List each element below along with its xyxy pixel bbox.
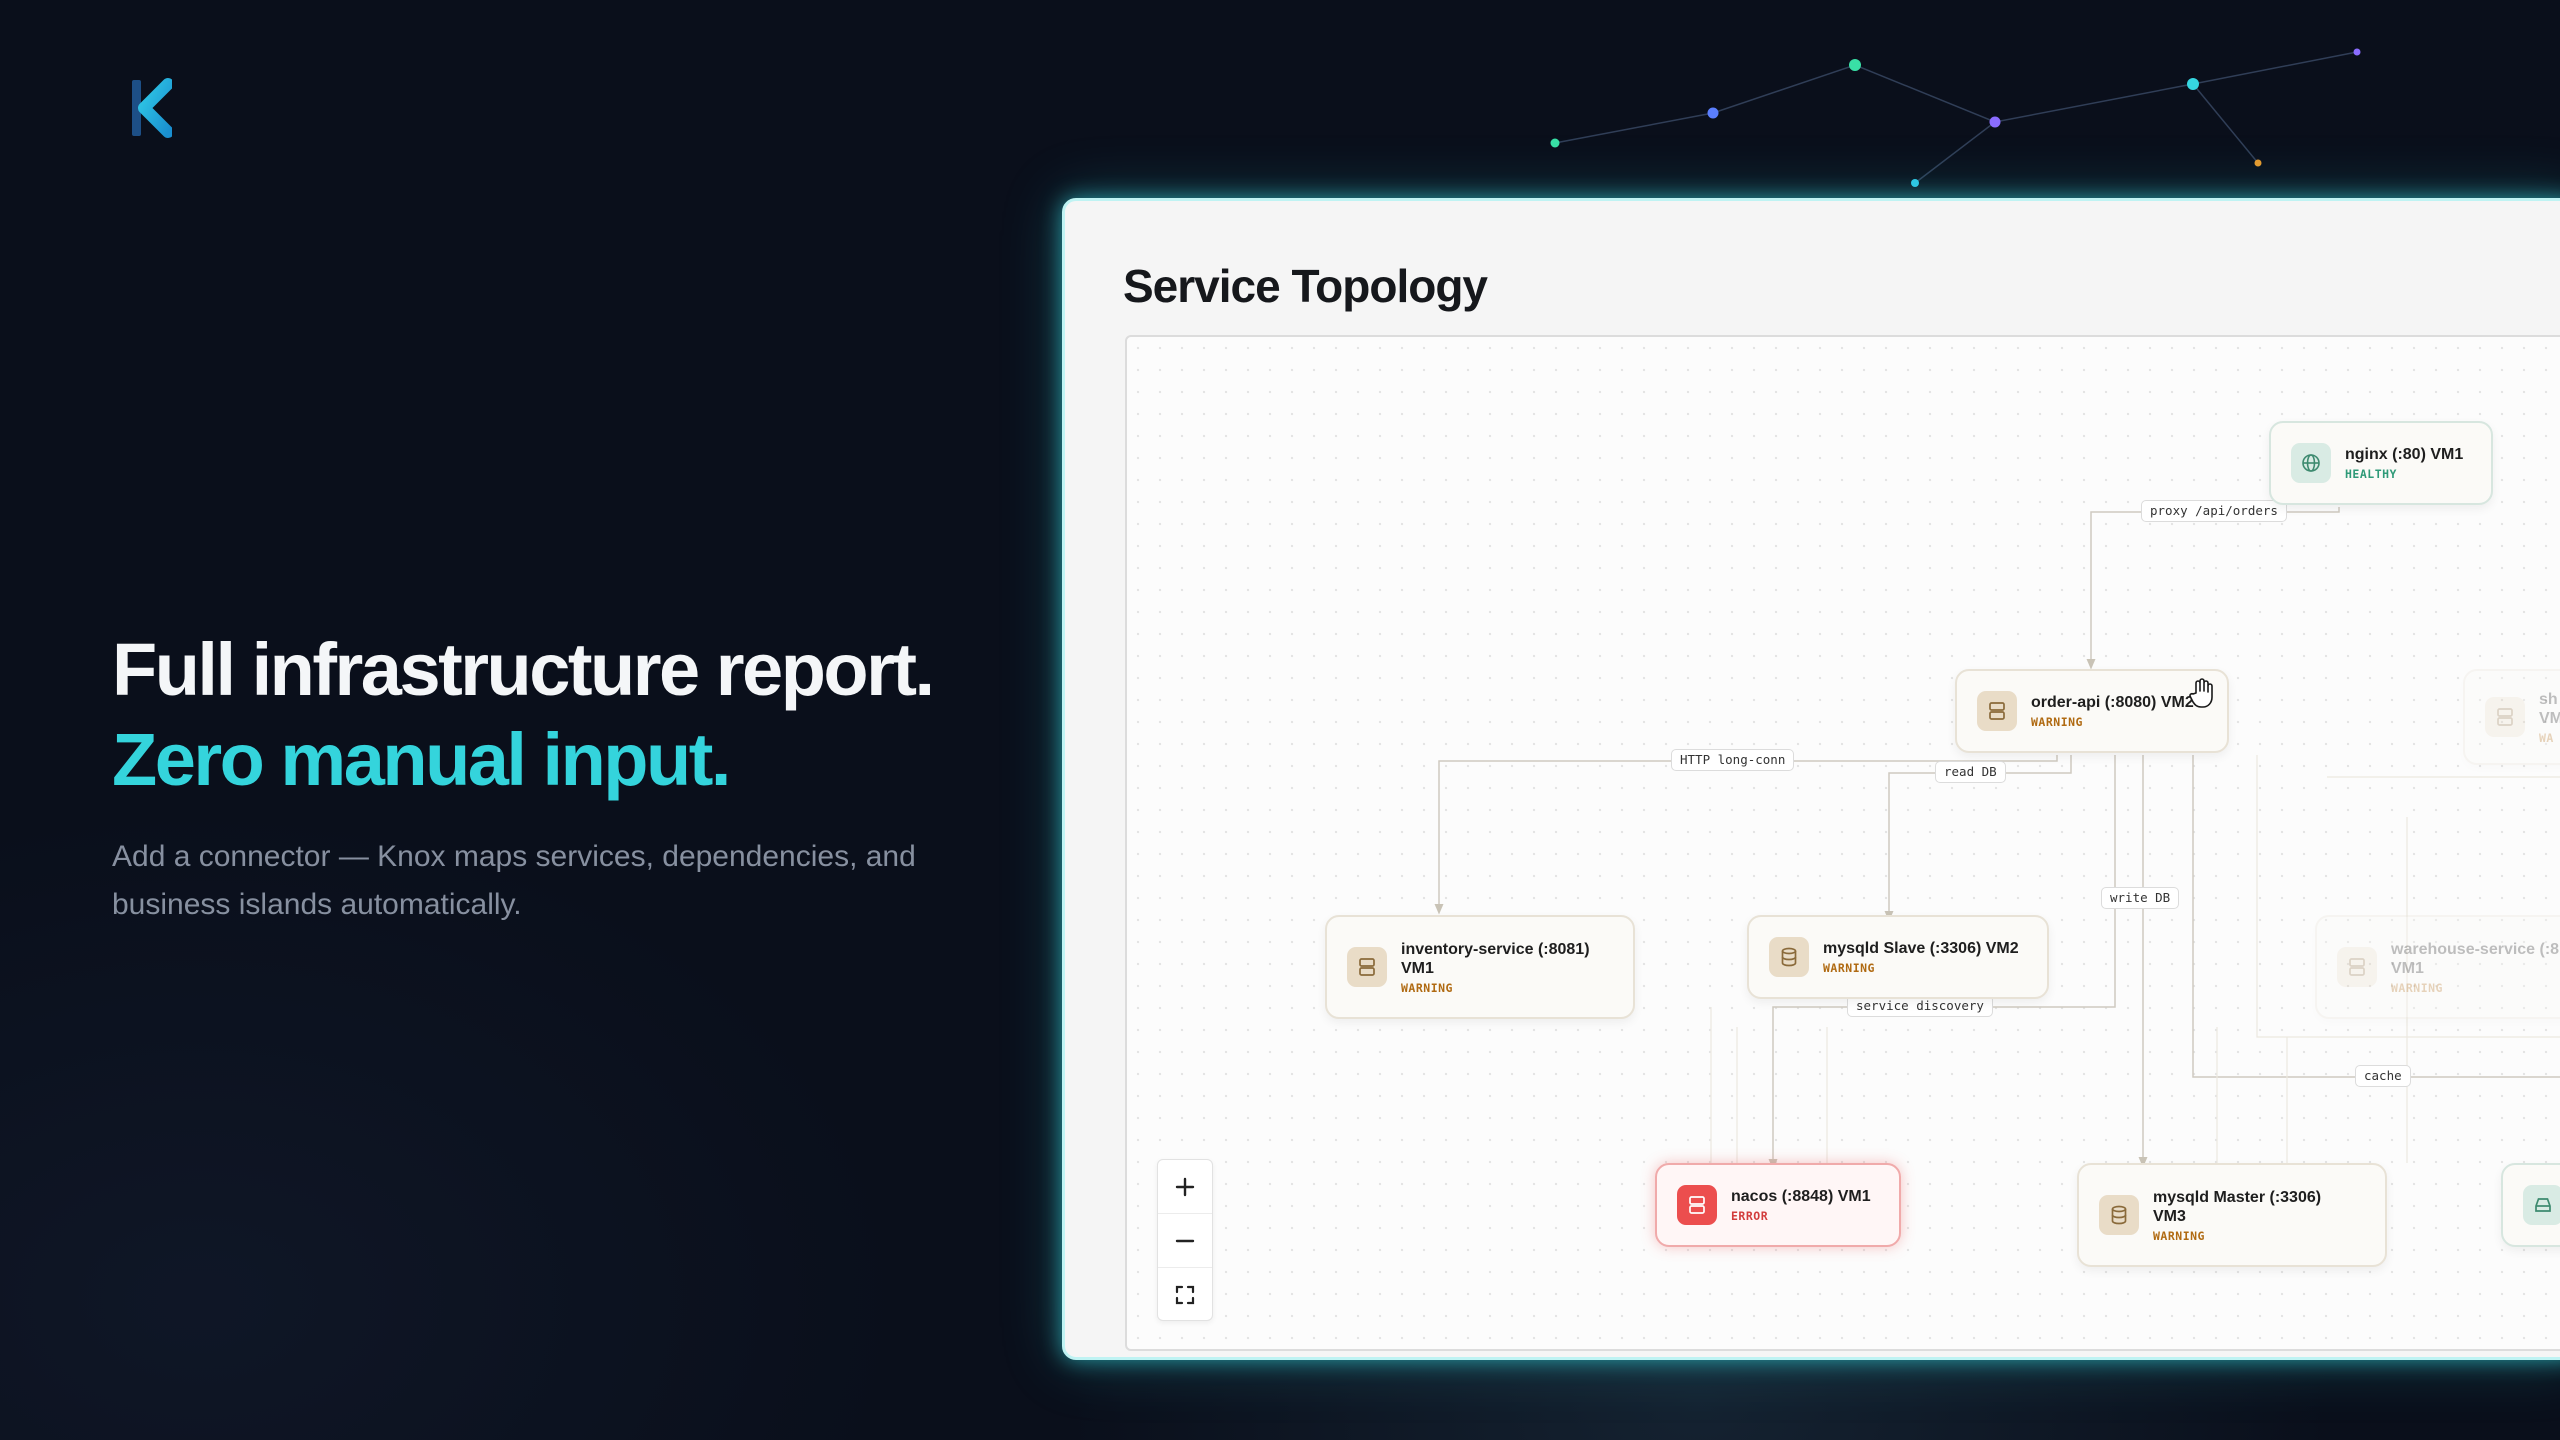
node-cache[interactable]	[2501, 1163, 2560, 1247]
zoom-in-button[interactable]	[1158, 1160, 1212, 1214]
server-icon	[1677, 1185, 1717, 1225]
node-mysql-master[interactable]: mysqld Master (:3306) VM3 WARNING	[2077, 1163, 2387, 1267]
edge-label-cache: cache	[2355, 1065, 2411, 1087]
topology-canvas[interactable]: proxy /api/orders HTTP long-conn read DB…	[1125, 335, 2560, 1351]
fit-view-button[interactable]	[1158, 1268, 1212, 1322]
hero-subtitle: Add a connector — Knox maps services, de…	[112, 840, 916, 921]
node-name-line2: VM1	[1401, 959, 1434, 977]
node-status: WARNING	[1401, 980, 1453, 995]
node-name: warehouse-service (:8	[2391, 940, 2560, 958]
edge-label-write-db: write DB	[2101, 887, 2180, 909]
node-name: inventory-service (:8081)	[1401, 940, 1590, 958]
node-status: WARNING	[1823, 961, 1875, 975]
node-status: WA	[2539, 730, 2554, 745]
server-icon	[1347, 947, 1387, 987]
drive-icon	[2523, 1185, 2560, 1225]
node-warehouse-service[interactable]: warehouse-service (:8 VM1 WARNING	[2315, 915, 2560, 1019]
database-icon	[1769, 937, 1809, 977]
hero-title-line2: Zero manual input.	[112, 718, 731, 801]
edge-cache	[2192, 755, 2560, 1078]
node-name-line2: VM3	[2153, 1207, 2186, 1225]
node-status: WARNING	[2153, 1228, 2205, 1243]
zoom-controls	[1157, 1159, 1213, 1321]
database-icon	[2099, 1195, 2139, 1235]
edge-proxy	[2086, 507, 2340, 670]
fullscreen-icon	[1175, 1285, 1195, 1305]
node-status: WARNING	[2031, 715, 2083, 729]
hero-section: Full infrastructure report. Zero manual …	[112, 625, 1032, 929]
node-sh[interactable]: sh VM WA	[2463, 669, 2560, 765]
edge-label-proxy: proxy /api/orders	[2141, 500, 2287, 522]
node-name: mysqld Master (:3306)	[2153, 1188, 2322, 1206]
constellation-decoration	[1550, 48, 2361, 187]
knox-logo	[132, 78, 172, 138]
node-name-line2: VM	[2539, 709, 2560, 727]
hand-cursor-icon	[2189, 678, 2213, 708]
node-status: WARNING	[2391, 980, 2443, 995]
server-icon	[2337, 947, 2377, 987]
edge-label-http: HTTP long-conn	[1671, 749, 1795, 771]
hero-title-line1: Full infrastructure report.	[112, 628, 935, 711]
zoom-out-button[interactable]	[1158, 1214, 1212, 1268]
node-nacos[interactable]: nacos (:8848) VM1 ERROR	[1655, 1163, 1901, 1247]
edge-label-service-discovery: service discovery	[1847, 995, 1993, 1017]
node-name: nginx (:80) VM1	[2345, 446, 2464, 463]
edge-label-read-db: read DB	[1935, 761, 2006, 783]
node-mysql-slave[interactable]: mysqld Slave (:3306) VM2 WARNING	[1747, 915, 2049, 999]
minus-icon	[1175, 1239, 1195, 1242]
node-name: mysqld Slave (:3306) VM2	[1823, 940, 2019, 957]
node-name: sh	[2539, 690, 2558, 708]
node-order-api[interactable]: order-api (:8080) VM2 WARNING	[1955, 669, 2229, 753]
server-icon	[1977, 691, 2017, 731]
node-name-line2: VM1	[2391, 959, 2424, 977]
node-name: nacos (:8848) VM1	[1731, 1188, 1871, 1205]
node-inventory-service[interactable]: inventory-service (:8081) VM1 WARNING	[1325, 915, 1635, 1019]
node-nginx[interactable]: nginx (:80) VM1 HEALTHY	[2269, 421, 2493, 505]
plus-icon	[1175, 1177, 1195, 1196]
node-status: ERROR	[1731, 1209, 1769, 1223]
server-icon	[2485, 697, 2525, 737]
panel-title: Service Topology	[1123, 260, 1488, 312]
globe-icon	[2291, 443, 2331, 483]
topology-panel: Service Topology	[1062, 198, 2560, 1360]
node-name: order-api (:8080) VM2	[2031, 694, 2194, 711]
node-status: HEALTHY	[2345, 467, 2397, 481]
